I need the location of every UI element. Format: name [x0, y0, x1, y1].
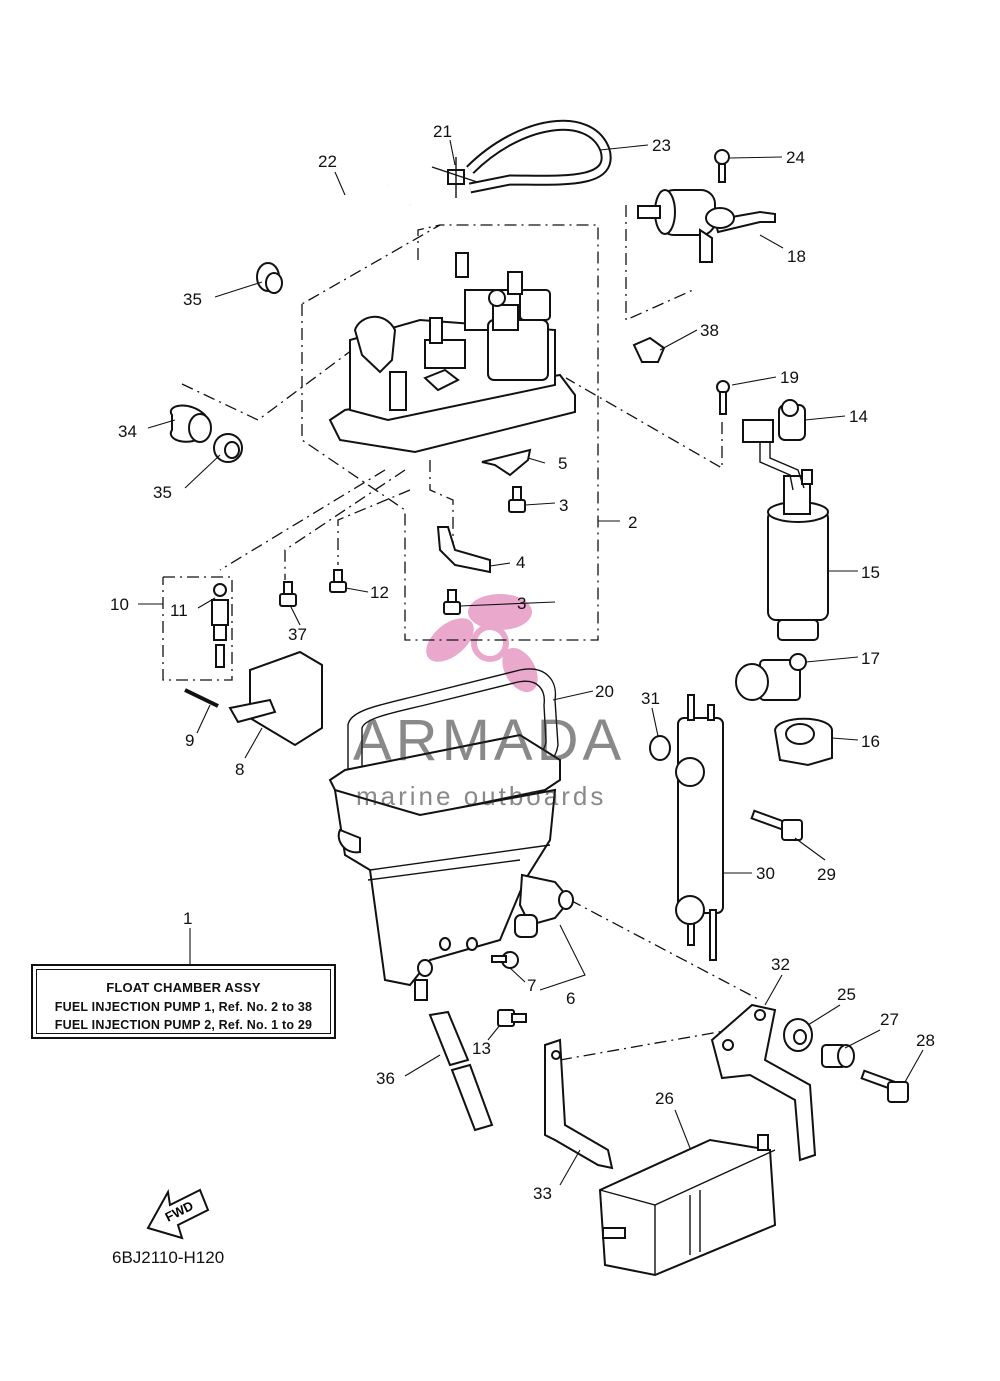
callout-numbers: 21 22 23 24 18 35 38 19 14 34 35 5 3 2 4…: [110, 122, 935, 1203]
hose-23: [466, 119, 612, 194]
filter-17: [735, 653, 807, 701]
callout-35-top: 35: [183, 290, 202, 309]
callout-22: 22: [318, 152, 337, 171]
float-chamber-body: [328, 733, 561, 987]
callout-19: 19: [780, 368, 799, 387]
callout-12: 12: [370, 583, 389, 602]
callout-10: 10: [110, 595, 129, 614]
float-chamber-cover: [328, 252, 576, 454]
callout-1: 1: [183, 909, 192, 928]
hose-22: [320, 182, 412, 244]
holder-16: [773, 717, 833, 767]
fuel-pump-15: [742, 419, 829, 641]
grommet-31: [649, 735, 671, 761]
pin-9: [184, 688, 219, 708]
callout-20: 20: [595, 682, 614, 701]
assembly-boundary-lines: [162, 205, 761, 1061]
leader-lines: [138, 139, 924, 1186]
callout-18: 18: [787, 247, 806, 266]
callout-3-upper: 3: [559, 496, 568, 515]
watermark-title: ARMADA: [353, 708, 626, 773]
legend-line-1: FUEL INJECTION PUMP 1, Ref. No. 2 to 38: [54, 1000, 313, 1014]
callout-29: 29: [817, 865, 836, 884]
callout-16: 16: [861, 732, 880, 751]
legend-line-2: FUEL INJECTION PUMP 2, Ref. No. 1 to 29: [54, 1018, 313, 1032]
callout-34: 34: [118, 422, 137, 441]
callout-15: 15: [861, 563, 880, 582]
screw-13: [497, 1009, 527, 1027]
diagram-code: 6BJ2110-H120: [112, 1248, 225, 1267]
bracket-32: [710, 1003, 817, 1162]
callout-14: 14: [849, 407, 868, 426]
callout-3-lower: 3: [517, 594, 526, 613]
callout-33: 33: [533, 1184, 552, 1203]
canister-26: [598, 1134, 777, 1277]
callout-8: 8: [235, 760, 244, 779]
pressure-regulator-18: [637, 189, 776, 263]
clip-38: [632, 336, 666, 363]
callout-38: 38: [700, 321, 719, 340]
joint-21: [431, 157, 487, 198]
callout-2: 2: [628, 513, 637, 532]
grommet-35-lower: [213, 433, 243, 463]
callout-25: 25: [837, 985, 856, 1004]
callout-35-lower: 35: [153, 483, 172, 502]
callout-23: 23: [652, 136, 671, 155]
screw-7: [491, 951, 519, 969]
screw-19: [716, 380, 730, 415]
callout-36: 36: [376, 1069, 395, 1088]
elbow-6: [514, 873, 574, 938]
callout-30: 30: [756, 864, 775, 883]
callout-6: 6: [566, 989, 575, 1008]
screw-3-upper: [508, 486, 526, 513]
plate-5: [481, 448, 532, 477]
grommet-25: [783, 1018, 813, 1052]
screw-37: [279, 581, 297, 607]
screw-12: [329, 569, 347, 593]
callout-24: 24: [786, 148, 805, 167]
watermark-subtitle: marine outboards: [356, 781, 607, 811]
callout-17: 17: [861, 649, 880, 668]
callout-4: 4: [516, 553, 525, 572]
callout-26: 26: [655, 1089, 674, 1108]
callout-5: 5: [558, 454, 567, 473]
grommet-35-top: [256, 262, 283, 294]
grommet-14: [778, 399, 806, 441]
needle-valve-10: [211, 583, 229, 668]
callout-11: 11: [170, 601, 188, 620]
callout-13: 13: [472, 1039, 491, 1058]
callout-28: 28: [916, 1031, 935, 1050]
fwd-arrow-icon: FWD: [146, 1188, 210, 1240]
callout-27: 27: [880, 1010, 899, 1029]
bolt-28: [860, 1069, 909, 1103]
legend-title: FLOAT CHAMBER ASSY: [106, 980, 261, 995]
screw-3-lower: [443, 589, 461, 615]
float-8: [228, 650, 323, 747]
callout-31: 31: [641, 689, 660, 708]
grommet-34: [169, 404, 212, 443]
callout-21: 21: [433, 122, 452, 141]
legend-box: FLOAT CHAMBER ASSY FUEL INJECTION PUMP 1…: [31, 964, 336, 1039]
bracket-33: [544, 1038, 614, 1170]
callout-32: 32: [771, 955, 790, 974]
filter-30: [675, 694, 724, 961]
plate-4: [436, 526, 491, 574]
callout-37: 37: [288, 625, 307, 644]
hose-36: [414, 979, 494, 1132]
legend-inner-border: FLOAT CHAMBER ASSY FUEL INJECTION PUMP 1…: [36, 969, 331, 1034]
screw-24: [714, 149, 730, 183]
bolt-29: [750, 809, 803, 841]
collar-27: [821, 1044, 855, 1068]
callout-9: 9: [185, 731, 194, 750]
callout-7: 7: [527, 976, 536, 995]
